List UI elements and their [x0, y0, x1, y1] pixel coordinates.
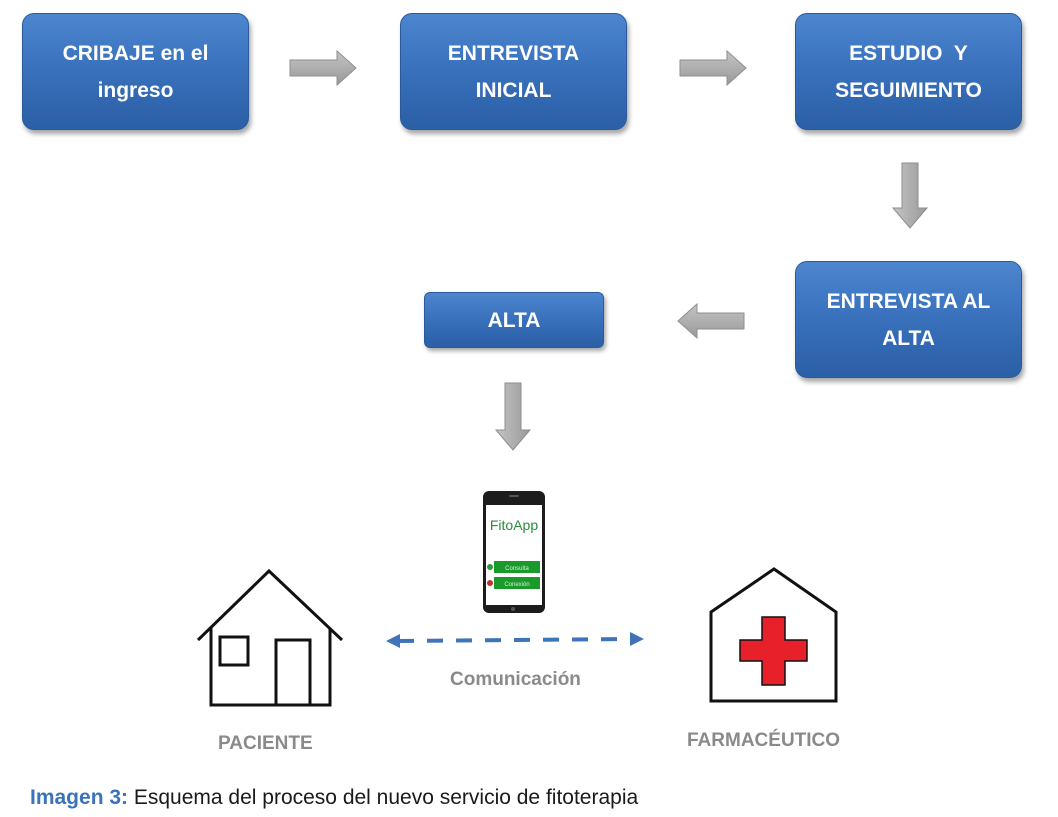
step-alta: ALTA	[424, 292, 604, 348]
communication-arrow	[386, 632, 644, 648]
arrow-down-2	[494, 382, 532, 451]
communication-label: Comunicación	[450, 669, 581, 690]
step-entrevista-inicial-label: ENTREVISTA INICIAL	[447, 41, 580, 102]
phone-button-conexion-label: Conexión	[504, 582, 529, 588]
step-estudio-label: ESTUDIO Y SEGUIMIENTO	[835, 41, 982, 102]
phone-icon: FitoApp Consulta Conexión	[483, 491, 545, 613]
phone-button-conexion	[494, 577, 540, 589]
phone-app-name: FitoApp	[490, 517, 538, 533]
phone-button-consulta-label: Consulta	[505, 566, 529, 572]
step-cribaje-label: CRIBAJE en el ingreso	[62, 41, 209, 102]
step-entrevista-inicial: ENTREVISTA INICIAL	[400, 13, 627, 130]
pharmacy-icon	[709, 567, 838, 703]
patient-label: PACIENTE	[218, 733, 313, 754]
step-estudio-seguimiento: ESTUDIO Y SEGUIMIENTO	[795, 13, 1022, 130]
step-alta-label: ALTA	[487, 308, 541, 332]
pharmacist-label: FARMACÉUTICO	[687, 730, 841, 751]
house-icon	[196, 568, 344, 707]
caption-text: Esquema del proceso del nuevo servicio d…	[128, 786, 639, 809]
arrow-right-2	[679, 49, 747, 87]
arrow-right-1	[289, 49, 357, 87]
arrow-down-1	[891, 162, 929, 229]
step-entrevista-alta: ENTREVISTA AL ALTA	[795, 261, 1022, 378]
arrow-left	[677, 302, 745, 340]
step-entrevista-alta-label: ENTREVISTA AL ALTA	[826, 289, 991, 350]
figure-caption: Imagen 3: Esquema del proceso del nuevo …	[30, 786, 638, 810]
phone-button-consulta	[494, 561, 540, 573]
step-cribaje: CRIBAJE en el ingreso	[22, 13, 249, 130]
caption-prefix: Imagen 3:	[30, 786, 129, 809]
